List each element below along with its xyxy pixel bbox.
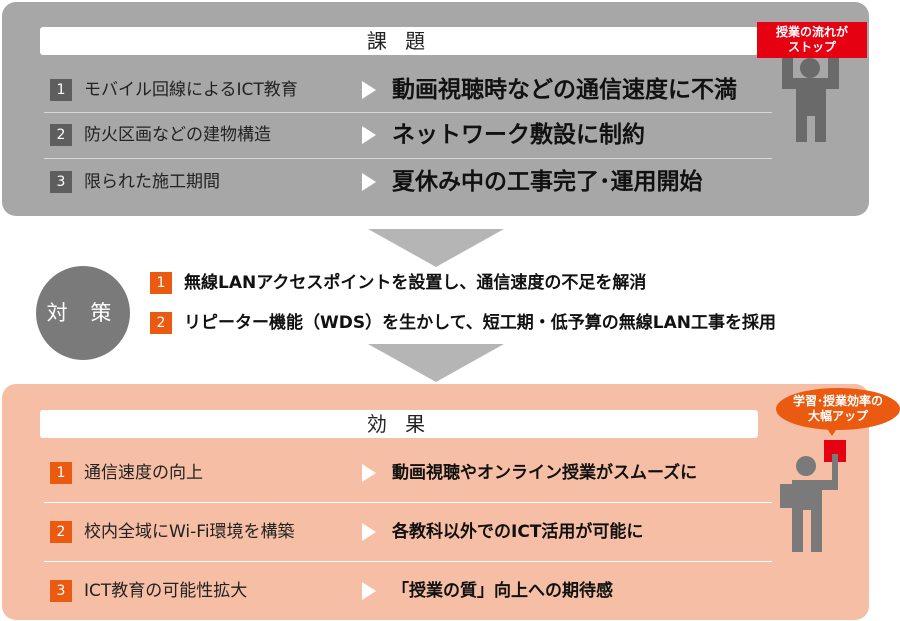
effect-result-1: 動画視聴やオンライン授業がスムーズに bbox=[392, 463, 698, 483]
effect-number-2: 2 bbox=[50, 521, 72, 543]
stop-badge-line1: 授業の流れが bbox=[775, 25, 848, 39]
down-arrow-icon bbox=[368, 344, 504, 382]
effects-panel: 効 果 1 通信速度の向上 動画視聴やオンライン授業がスムーズに 2 校内全域に… bbox=[2, 384, 869, 620]
arrow-right-icon bbox=[362, 582, 376, 600]
measures-title: 対 策 bbox=[36, 266, 130, 360]
bubble-tail bbox=[826, 427, 838, 436]
measure-text-1: 無線LANアクセスポイントを設置し、通信速度の不足を解消 bbox=[184, 273, 647, 293]
problem-number-2: 2 bbox=[50, 124, 72, 146]
effect-cause-1: 通信速度の向上 bbox=[84, 463, 203, 483]
effect-number-1: 1 bbox=[50, 462, 72, 484]
problem-cause-1: モバイル回線によるICT教育 bbox=[84, 80, 298, 100]
problem-result-1: 動画視聴時などの通信速度に不満 bbox=[392, 77, 737, 103]
row-divider bbox=[44, 502, 772, 503]
problem-number-1: 1 bbox=[50, 79, 72, 101]
problem-cause-3: 限られた施工期間 bbox=[84, 172, 220, 192]
measure-number-1: 1 bbox=[150, 272, 172, 294]
effect-cause-3: ICT教育の可能性拡大 bbox=[84, 581, 248, 601]
arrow-right-icon bbox=[362, 81, 376, 99]
arrow-right-icon bbox=[362, 523, 376, 541]
stop-badge-line2: ストップ bbox=[787, 40, 836, 54]
measure-number-2: 2 bbox=[150, 312, 172, 334]
effects-title: 効 果 bbox=[40, 410, 758, 438]
effect-row-3: 3 ICT教育の可能性拡大 「授業の質」向上への期待感 bbox=[44, 571, 772, 611]
arrow-right-icon bbox=[362, 126, 376, 144]
down-arrow-icon bbox=[368, 229, 504, 267]
effect-result-3: 「授業の質」向上への期待感 bbox=[392, 581, 613, 601]
effect-number-3: 3 bbox=[50, 580, 72, 602]
efficiency-bubble-line1: 学習･授業効率の bbox=[792, 394, 883, 408]
effect-result-2: 各教科以外でのICT活用が可能に bbox=[392, 522, 644, 542]
problem-result-3: 夏休み中の工事完了･運用開始 bbox=[392, 169, 703, 195]
problems-title: 課 題 bbox=[40, 27, 758, 55]
arrow-right-icon bbox=[362, 464, 376, 482]
effect-row-2: 2 校内全域にWi-Fi環境を構築 各教科以外でのICT活用が可能に bbox=[44, 512, 772, 552]
stop-person-icon bbox=[782, 58, 839, 142]
problem-cause-2: 防火区画などの建物構造 bbox=[84, 125, 271, 145]
efficiency-bubble-line2: 大幅アップ bbox=[807, 409, 868, 423]
row-divider bbox=[44, 561, 772, 562]
flag-person-icon bbox=[780, 440, 846, 552]
effect-cause-2: 校内全域にWi-Fi環境を構築 bbox=[84, 522, 295, 542]
effect-row-1: 1 通信速度の向上 動画視聴やオンライン授業がスムーズに bbox=[44, 453, 772, 493]
problem-row-3: 3 限られた施工期間 夏休み中の工事完了･運用開始 bbox=[44, 162, 772, 202]
measure-text-2: リピーター機能（WDS）を生かして、短工期・低予算の無線LAN工事を採用 bbox=[184, 313, 776, 333]
problem-result-2: ネットワーク敷設に制約 bbox=[392, 122, 645, 148]
stop-badge: 授業の流れが ストップ bbox=[757, 22, 867, 58]
row-divider bbox=[44, 112, 772, 113]
problems-panel: 課 題 1 モバイル回線によるICT教育 動画視聴時などの通信速度に不満 2 防… bbox=[2, 2, 869, 216]
problem-row-2: 2 防火区画などの建物構造 ネットワーク敷設に制約 bbox=[44, 115, 772, 155]
row-divider bbox=[44, 158, 772, 159]
arrow-right-icon bbox=[362, 173, 376, 191]
problem-number-3: 3 bbox=[50, 171, 72, 193]
efficiency-bubble: 学習･授業効率の 大幅アップ bbox=[776, 388, 900, 430]
problem-row-1: 1 モバイル回線によるICT教育 動画視聴時などの通信速度に不満 bbox=[44, 70, 772, 110]
